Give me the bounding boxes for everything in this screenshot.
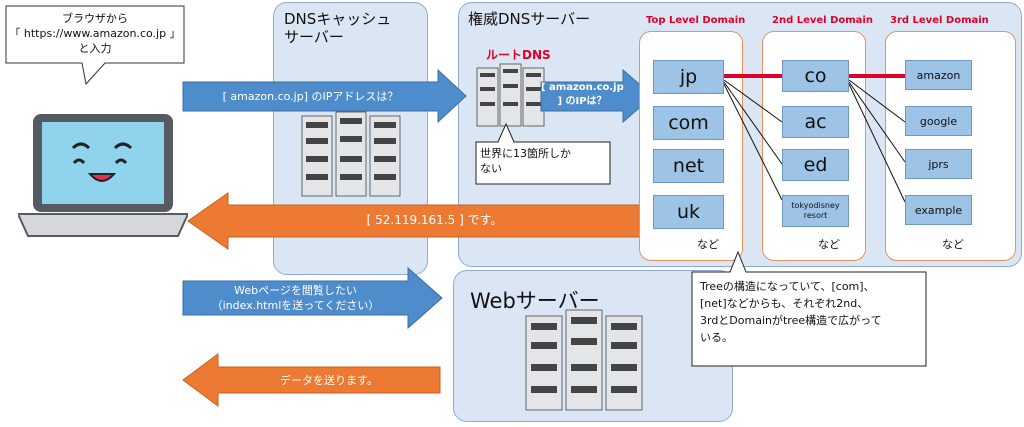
third-level-heading: 3rd Level Domain [890, 15, 989, 26]
sld-etc-label: など [818, 238, 840, 251]
third-node-jprs: jprs [905, 149, 972, 179]
query-arrow-label: [ amazon.co.jp] のIPアドレスは？ [222, 90, 399, 103]
root-query-arrow [540, 68, 654, 124]
browser-callout [5, 5, 185, 86]
web-request-arrow [182, 266, 443, 330]
dns-cache-title: DNSキャッシュサーバー [284, 10, 392, 46]
sld-node-co: co [782, 60, 849, 92]
sld-node-ac: ac [782, 106, 849, 138]
tld-node-jp: jp [653, 60, 724, 94]
browser-callout-text: ブラウザから 「 https://www.amazon.co.jp 」 と入力 [9, 12, 181, 55]
laptop-icon [18, 114, 188, 237]
sld-heading: 2nd Level Domain [772, 15, 873, 26]
root-note-callout [475, 122, 611, 185]
authoritative-dns-title: 権威DNSサーバー [468, 10, 591, 28]
web-request-arrow-label: Webページを閲覧したい（index.htmlを送ってください） [211, 284, 380, 312]
root-dns-server-icon [476, 63, 545, 127]
answer-arrow-label: [ 52.119.161.5 ] です。 [366, 213, 503, 227]
web-response-arrow-label: データを送ります。 [280, 374, 378, 387]
tree-note-callout [691, 250, 927, 367]
third-etc-label: など [942, 238, 964, 251]
root-note-text: 世界に13箇所しかない [480, 147, 571, 175]
root-dns-label: ルートDNS [486, 48, 551, 62]
tld-node-uk: uk [653, 195, 724, 229]
tree-note-text: Treeの構造になっていて、[com]、 [net]などからも、それぞれ2nd、… [700, 280, 882, 344]
web-server-icon [525, 309, 643, 411]
root-query-arrow-label: [ amazon.co.jp] のIPは？ [541, 82, 624, 107]
tld-node-net: net [653, 149, 724, 183]
tld-node-com: com [653, 106, 724, 140]
sld-node-ed: ed [782, 149, 849, 181]
third-node-example: example [905, 195, 972, 225]
third-node-amazon: amazon [905, 60, 972, 90]
tld-etc-label: など [697, 238, 719, 251]
third-node-google: google [905, 106, 972, 136]
tld-heading: Top Level Domain [646, 15, 746, 26]
query-arrow [182, 68, 467, 124]
sld-node-tokyodisney-resort: tokyodisney resort [782, 195, 849, 227]
cache-server-icon [301, 111, 401, 197]
answer-arrow [187, 192, 642, 250]
web-server-title: Webサーバー [470, 289, 600, 313]
web-response-arrow [182, 353, 441, 407]
